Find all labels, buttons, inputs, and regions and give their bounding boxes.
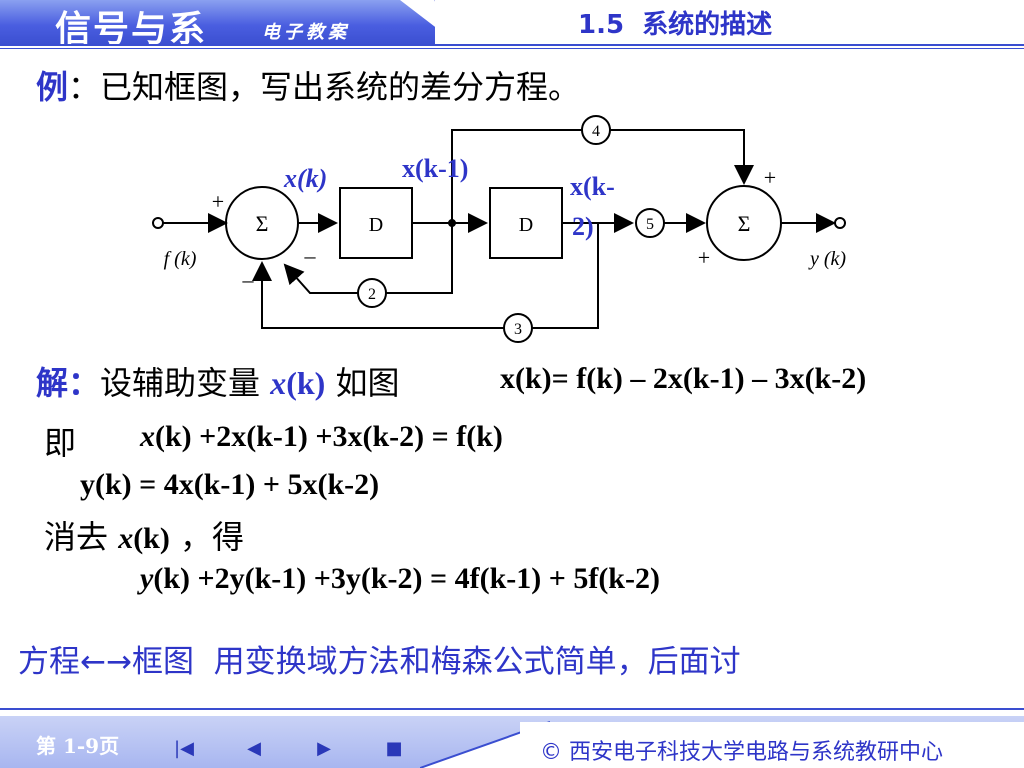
example-line: 例：已知框图，写出系统的差分方程。 [36, 62, 580, 108]
equation-4-rest: (k) +2y(k-1) +3y(k-2) = 4f(k-1) + 5f(k-2… [153, 562, 660, 595]
solution-var-arg: (k) [286, 365, 326, 401]
header-stripe-thin [0, 48, 1024, 49]
delay-1-label: D [369, 214, 383, 236]
eliminate-tail: ，得 [180, 518, 245, 556]
gain-2-label: 2 [368, 286, 376, 303]
example-label: 例 [36, 68, 69, 106]
eliminate-line: 消去 x(k) ，得 [44, 512, 244, 558]
signal-xk1: x(k-1) [402, 154, 468, 183]
equation-4-var: y [140, 562, 154, 595]
course-subtitle: 电子教案 [262, 22, 350, 43]
nav-next-button[interactable]: ▶ [317, 737, 331, 759]
nav-prev-button[interactable]: ◀ [247, 737, 261, 759]
solution-text-1: 设辅助变量 [100, 364, 261, 402]
solution-label: 解： [36, 364, 101, 402]
adder-1-plus: + [212, 189, 224, 214]
equation-2: x(k) +2x(k-1) +3x(k-2) = f(k) [140, 420, 503, 454]
nav-end-button[interactable]: ■ [385, 737, 403, 759]
copyright-text: © 西安电子科技大学电路与系统教研中心 [540, 740, 943, 765]
input-terminal [152, 217, 164, 229]
block-diagram: Σ Σ D D 4 5 2 3 f (k) y (k) + – – + + x(… [152, 115, 846, 343]
equation-4: y(k) +2y(k-1) +3y(k-2) = 4f(k-1) + 5f(k-… [140, 562, 660, 596]
page-number: 第 1-9页 [36, 734, 120, 758]
delay-2-label: D [519, 214, 533, 236]
gain-5-label: 5 [646, 216, 654, 233]
eliminate-var-arg: (k) [133, 522, 170, 555]
output-label: y (k) [808, 248, 846, 270]
eliminate-var: x [118, 522, 134, 555]
equation-2-rest: (k) +2x(k-1) +3x(k-2) = f(k) [155, 420, 503, 453]
note-line: 方程←→框图 用变换域方法和梅森公式简单，后面讨 [18, 644, 741, 680]
footer-right-area [520, 722, 1024, 768]
equation-2-var: x [140, 420, 155, 453]
signal-xk2-line2: 2) [572, 212, 594, 241]
header-stripe [0, 44, 1024, 46]
gain-4-label: 4 [592, 123, 600, 140]
header-right-area [435, 0, 1024, 46]
example-text: ：已知框图，写出系统的差分方程。 [68, 68, 581, 106]
footer-stripe [0, 708, 1024, 710]
equation-3: y(k) = 4x(k-1) + 5x(k-2) [80, 468, 380, 501]
equation-1: x(k)= f(k) – 2x(k-1) – 3x(k-2) [500, 362, 867, 395]
section-title: 1.5 系统的描述 [578, 10, 773, 40]
output-terminal [834, 217, 846, 229]
signal-xk2-line1: x(k- [570, 172, 615, 201]
solution-var: x [270, 365, 287, 401]
adder-2-plus-b: + [698, 245, 710, 270]
adder-1-minus-b: – [304, 243, 317, 268]
ji-label: 即 [44, 424, 77, 462]
adder-2-plus-a: + [764, 165, 776, 190]
gain-3-label: 3 [514, 321, 522, 338]
adder-1-minus-a: – [242, 267, 255, 292]
adder-1-symbol: Σ [256, 211, 269, 236]
course-title: 信号与系 [55, 9, 208, 50]
input-label: f (k) [164, 248, 197, 270]
solution-line: 解：设辅助变量 x(k) 如图 [36, 358, 400, 404]
eliminate-text: 消去 [44, 518, 109, 556]
signal-xk: x(k) [283, 164, 327, 193]
nav-first-button[interactable]: |◀ [174, 737, 194, 759]
solution-text-2: 如图 [335, 364, 400, 402]
adder-2-symbol: Σ [738, 211, 751, 236]
